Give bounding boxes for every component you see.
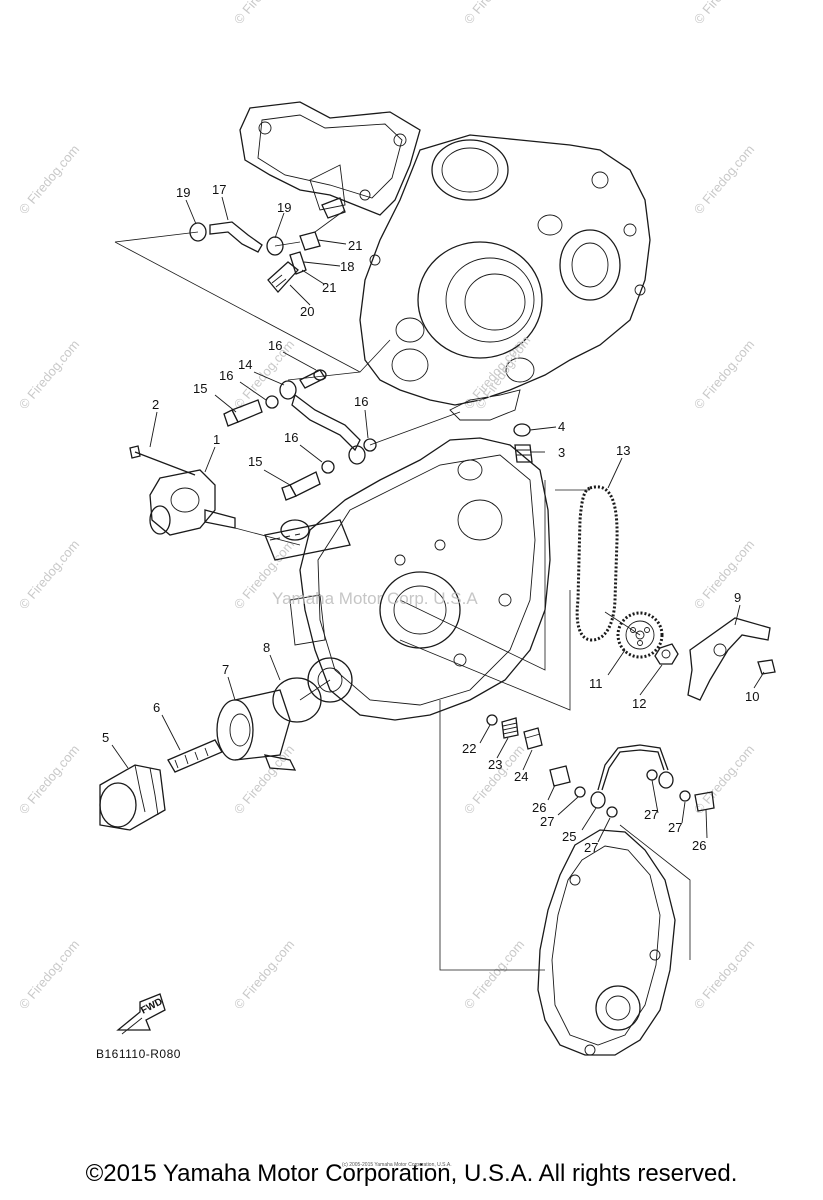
oil-pump xyxy=(129,445,236,536)
callout-10[interactable]: 10 xyxy=(745,689,759,704)
sprocket xyxy=(616,611,664,659)
fwd-label: FWD xyxy=(139,996,164,1016)
leader-lines xyxy=(111,196,765,843)
filter-stud xyxy=(167,739,223,773)
callout-21[interactable]: 21 xyxy=(348,238,362,253)
callout-8[interactable]: 8 xyxy=(263,640,270,655)
relief-valve xyxy=(486,714,543,750)
watermark: © Firedog.com xyxy=(461,937,527,1012)
watermark: © Firedog.com xyxy=(231,742,297,817)
callout-15[interactable]: 15 xyxy=(248,454,262,469)
callout-27[interactable]: 27 xyxy=(540,814,554,829)
callout-11[interactable]: 11 xyxy=(589,676,603,691)
callout-26[interactable]: 26 xyxy=(692,838,706,853)
watermark: © Firedog.com xyxy=(691,742,757,817)
chain-guide xyxy=(687,617,776,701)
callout-1[interactable]: 1 xyxy=(213,432,220,447)
watermark: © Firedog.com xyxy=(691,937,757,1012)
callout-26[interactable]: 26 xyxy=(532,800,546,815)
callout-6[interactable]: 6 xyxy=(153,700,160,715)
crankcase-watermark: © Firedog.com xyxy=(472,333,533,412)
watermark: © Firedog.com xyxy=(16,142,82,217)
o-ring xyxy=(272,677,322,723)
callout-19[interactable]: 19 xyxy=(176,185,190,200)
diagram-code: B161110-R080 xyxy=(96,1047,181,1061)
copyright-notice: ©2015 Yamaha Motor Corporation, U.S.A. A… xyxy=(85,1160,738,1187)
callout-numbers: 1 2 3 4 5 6 7 8 9 10 11 12 13 14 15 15 1… xyxy=(102,182,759,855)
filter-housing xyxy=(216,689,297,771)
watermark: © Firedog.com xyxy=(231,337,297,412)
watermark: © Firedog.com xyxy=(231,0,297,27)
callout-16[interactable]: 16 xyxy=(284,430,298,445)
watermark: © Firedog.com xyxy=(16,537,82,612)
watermark: © Firedog.com xyxy=(691,142,757,217)
callout-5[interactable]: 5 xyxy=(102,730,109,745)
watermark: © Firedog.com xyxy=(691,337,757,412)
callout-18[interactable]: 18 xyxy=(340,259,354,274)
oil-filter xyxy=(99,764,166,831)
oil-pipe xyxy=(223,369,377,501)
watermark: © Firedog.com xyxy=(691,0,757,27)
callout-24[interactable]: 24 xyxy=(514,769,528,784)
side-cover xyxy=(537,829,676,1056)
lower-crankcase xyxy=(289,437,551,721)
watermark-layer: © Firedog.com © Firedog.com © Firedog.co… xyxy=(16,0,757,1012)
sprocket-nut xyxy=(654,643,679,665)
watermark: © Firedog.com xyxy=(461,0,527,27)
callout-27[interactable]: 27 xyxy=(644,807,658,822)
fwd-arrow: FWD xyxy=(116,993,166,1035)
callout-27[interactable]: 27 xyxy=(584,840,598,855)
callout-13[interactable]: 13 xyxy=(616,443,630,458)
callout-12[interactable]: 12 xyxy=(632,696,646,711)
callout-3[interactable]: 3 xyxy=(558,445,565,460)
callout-16[interactable]: 16 xyxy=(354,394,368,409)
pump-shaft xyxy=(264,519,351,561)
callout-2[interactable]: 2 xyxy=(152,397,159,412)
alignment-lines xyxy=(114,209,691,971)
hose-assembly xyxy=(189,197,346,293)
watermark: © Firedog.com xyxy=(231,937,297,1012)
callout-21[interactable]: 21 xyxy=(322,280,336,295)
pump-chain xyxy=(575,485,619,642)
callout-23[interactable]: 23 xyxy=(488,757,502,772)
callout-14[interactable]: 14 xyxy=(238,357,252,372)
overlay-watermark: Yamaha Motor Corp. U.S.A xyxy=(272,589,478,608)
external-oil-line xyxy=(549,744,715,818)
callout-15[interactable]: 15 xyxy=(193,381,207,396)
fine-print: (c) 2005-2015 Yamaha Motor Corporation, … xyxy=(342,1162,452,1168)
callout-7[interactable]: 7 xyxy=(222,662,229,677)
callout-20[interactable]: 20 xyxy=(300,304,314,319)
callout-16[interactable]: 16 xyxy=(268,338,282,353)
callout-25[interactable]: 25 xyxy=(562,829,576,844)
callout-17[interactable]: 17 xyxy=(212,182,226,197)
callout-19[interactable]: 19 xyxy=(277,200,291,215)
callout-22[interactable]: 22 xyxy=(462,741,476,756)
upper-crankcase xyxy=(239,101,651,421)
callout-9[interactable]: 9 xyxy=(734,590,741,605)
callout-16[interactable]: 16 xyxy=(219,368,233,383)
watermark: © Firedog.com xyxy=(691,537,757,612)
watermark: © Firedog.com xyxy=(16,937,82,1012)
watermark: © Firedog.com xyxy=(16,742,82,817)
callout-27[interactable]: 27 xyxy=(668,820,682,835)
watermark: © Firedog.com xyxy=(16,337,82,412)
callout-4[interactable]: 4 xyxy=(558,419,565,434)
